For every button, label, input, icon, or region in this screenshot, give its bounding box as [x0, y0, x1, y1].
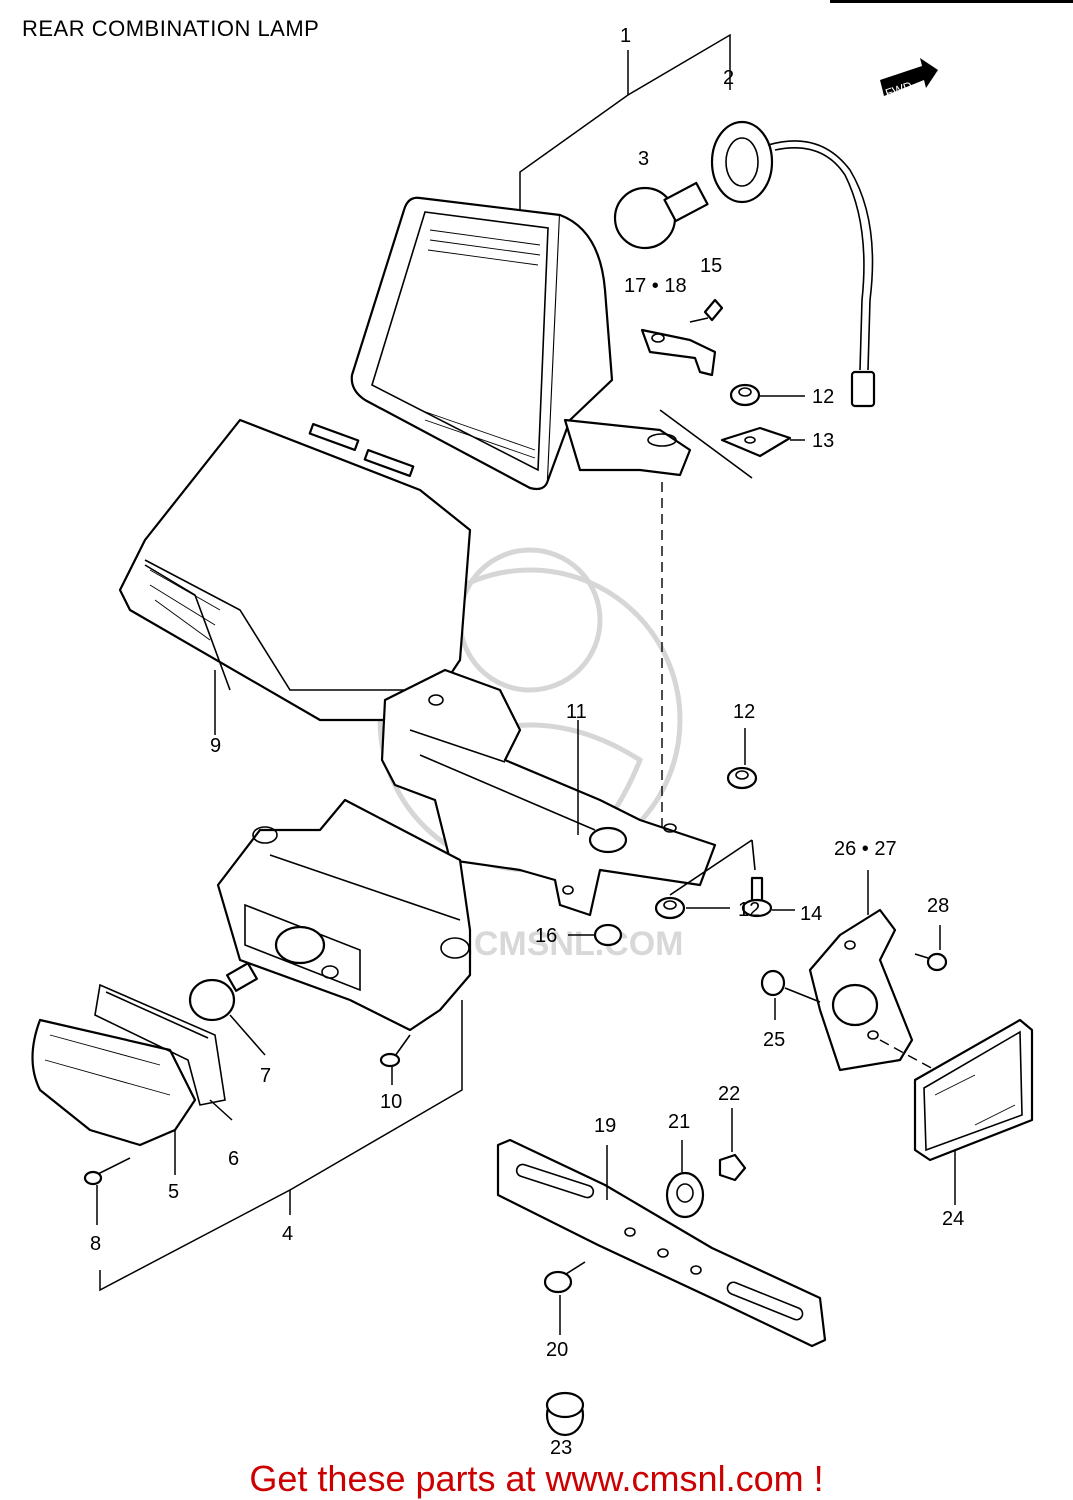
callout-16: 16 [535, 925, 557, 947]
callout-17-18: 17 • 18 [624, 275, 687, 297]
screw-8 [83, 1157, 131, 1225]
callout-24: 24 [942, 1208, 964, 1230]
callout-23: 23 [550, 1437, 572, 1459]
screw-20 [543, 1261, 586, 1335]
mounting-bracket-11 [380, 668, 717, 917]
callout-22: 22 [718, 1083, 740, 1105]
screw-15 [689, 298, 724, 323]
nut-16 [568, 923, 623, 947]
bolt-14 [741, 876, 795, 918]
callout-5: 5 [168, 1181, 179, 1203]
callout-25: 25 [763, 1029, 785, 1051]
assembly-4-bracket [99, 1000, 463, 1292]
nut-12-middle [726, 728, 758, 790]
license-bracket-19 [496, 1138, 827, 1348]
washer-21 [665, 1140, 705, 1219]
bulb-3 [613, 181, 709, 250]
cap-23 [545, 1391, 585, 1437]
callout-11: 11 [566, 701, 587, 723]
clip-13 [659, 409, 805, 479]
callout-9: 9 [210, 735, 221, 757]
callout-10: 10 [380, 1091, 402, 1113]
callout-12-lower: 12 [738, 899, 760, 921]
screw-10 [379, 1034, 411, 1085]
top-rule [830, 0, 1073, 3]
callout-20: 20 [546, 1339, 568, 1361]
callout-6: 6 [228, 1148, 239, 1170]
callout-8: 8 [90, 1233, 101, 1255]
assembly-1-bracket [519, 33, 731, 220]
lamp-cover-9 [118, 418, 472, 735]
nut-25 [760, 969, 821, 1020]
fwd-arrow-icon: FWD [880, 58, 938, 100]
gasket-6 [94, 983, 226, 1106]
bracket-17-18 [640, 328, 717, 377]
reflector-24 [879, 1018, 1034, 1205]
callout-14: 14 [800, 903, 822, 925]
callout-12-top: 12 [812, 386, 834, 408]
reflector-plate-26-27 [808, 870, 914, 1072]
nut-22 [718, 1108, 747, 1182]
license-lens-5 [31, 1018, 197, 1147]
nut-12-top [729, 383, 805, 407]
callout-26-27: 26 • 27 [834, 838, 897, 860]
callout-28: 28 [927, 895, 949, 917]
footer-suffix: ! [803, 1458, 824, 1499]
callout-2: 2 [723, 67, 734, 89]
callout-3: 3 [638, 148, 649, 170]
callout-1: 1 [620, 25, 631, 47]
callout-19: 19 [594, 1115, 616, 1137]
tail-lamp-housing [350, 196, 692, 491]
callout-12-middle: 12 [733, 701, 755, 723]
callout-4: 4 [282, 1223, 293, 1245]
footer-site-link[interactable]: www.cmsnl.com [545, 1458, 804, 1499]
diagram-title: REAR COMBINATION LAMP [22, 16, 320, 41]
callout-13: 13 [812, 430, 834, 452]
callout-7: 7 [260, 1065, 271, 1087]
nut-12-lower [654, 839, 756, 920]
bulb-socket-wire [710, 120, 876, 408]
screw-28 [914, 925, 948, 972]
bulb-7 [188, 962, 266, 1056]
callout-15: 15 [700, 255, 722, 277]
license-lamp-housing [216, 798, 472, 1032]
footer-promo: Get these parts at www.cmsnl.com ! [0, 1458, 1073, 1500]
footer-prefix: Get these parts at [249, 1458, 546, 1499]
callout-21: 21 [668, 1111, 690, 1133]
